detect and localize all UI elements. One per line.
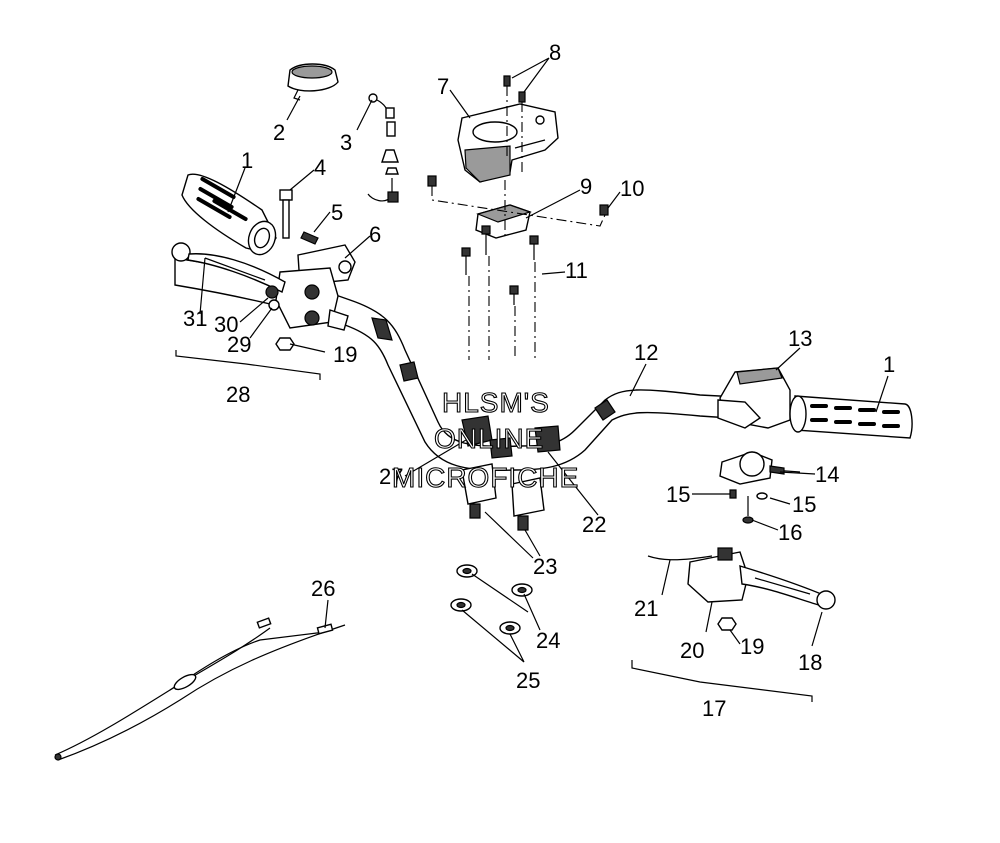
part-3-wire xyxy=(367,93,399,203)
callout-10: 10 xyxy=(620,176,644,201)
callout-17: 17 xyxy=(702,696,726,721)
part-2-cap xyxy=(287,63,339,101)
part-13-throttle-housing xyxy=(717,367,791,429)
callout-3: 3 xyxy=(340,130,352,155)
callout-1-right: 1 xyxy=(883,352,895,377)
callout-22: 22 xyxy=(582,512,606,537)
right-lever-assembly xyxy=(647,547,836,610)
part-19-nut-left xyxy=(275,337,295,351)
part-11-bolts xyxy=(461,180,539,360)
callout-25: 25 xyxy=(516,668,540,693)
watermark-line-3: MICROFICHE xyxy=(392,462,579,493)
callout-27: 27 xyxy=(379,464,403,489)
callout-8: 8 xyxy=(549,40,561,65)
part-14-switch xyxy=(719,451,801,485)
part-5-screw xyxy=(300,231,319,245)
part-31-lever xyxy=(171,242,286,293)
part-26-cable xyxy=(54,617,346,761)
callout-28: 28 xyxy=(226,382,250,407)
callout-21: 21 xyxy=(634,596,658,621)
part-15-16-screws xyxy=(729,489,768,524)
callout-24: 24 xyxy=(536,628,560,653)
part-8-screws xyxy=(503,75,526,175)
callout-18: 18 xyxy=(798,650,822,675)
callout-19-left: 19 xyxy=(333,342,357,367)
callout-2: 2 xyxy=(273,120,285,145)
part-7-cover xyxy=(457,103,559,183)
callout-6: 6 xyxy=(369,222,381,247)
callout-13: 13 xyxy=(788,326,812,351)
part-10-screws xyxy=(427,175,609,227)
part-29-30 xyxy=(265,285,280,311)
watermark-line-1: HLSM'S xyxy=(442,387,550,418)
callout-labels: 1 2 3 4 5 6 7 8 9 10 11 12 13 1 14 15 15… xyxy=(183,40,895,721)
callout-29: 29 xyxy=(227,332,251,357)
bracket-17 xyxy=(631,660,813,702)
callout-5: 5 xyxy=(331,200,343,225)
left-grip xyxy=(181,173,277,256)
part-24-25-washers xyxy=(450,564,533,635)
callout-7: 7 xyxy=(437,74,449,99)
callout-30: 30 xyxy=(214,312,238,337)
right-grip xyxy=(789,395,913,439)
part-22-27-clamps xyxy=(461,415,561,459)
callout-23: 23 xyxy=(533,554,557,579)
callout-4: 4 xyxy=(314,155,326,180)
callout-26: 26 xyxy=(311,576,335,601)
part-6-housing xyxy=(275,244,356,331)
callout-19-right: 19 xyxy=(740,634,764,659)
callout-16: 16 xyxy=(778,520,802,545)
callout-1-left: 1 xyxy=(241,148,253,173)
callout-12: 12 xyxy=(634,340,658,365)
callout-15-left: 15 xyxy=(666,482,690,507)
leader-lines xyxy=(199,57,889,663)
part-19-nut-right xyxy=(717,617,737,631)
bracket-28 xyxy=(175,350,321,380)
part-4-bolt xyxy=(279,189,293,239)
callout-14: 14 xyxy=(815,462,839,487)
callout-20: 20 xyxy=(680,638,704,663)
part-23-risers xyxy=(461,463,545,531)
watermark-line-2: ONLINE xyxy=(434,423,544,454)
callout-9: 9 xyxy=(580,174,592,199)
callout-11: 11 xyxy=(565,258,588,283)
callout-31: 31 xyxy=(183,306,207,331)
watermark: HLSM'S ONLINE MICROFICHE xyxy=(391,386,579,493)
callout-15-right: 15 xyxy=(792,492,816,517)
